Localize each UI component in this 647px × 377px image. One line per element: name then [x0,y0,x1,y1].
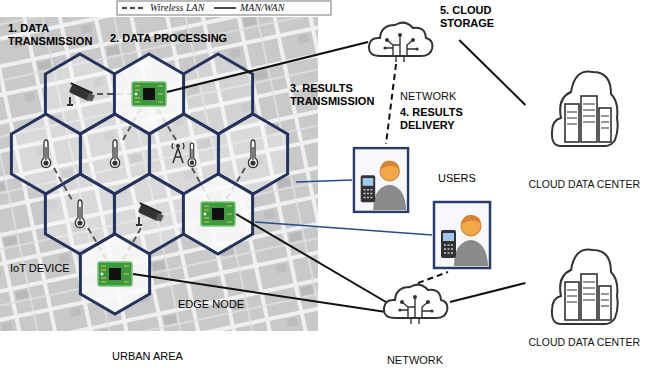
device-label: EDGE NODE [178,298,244,311]
cloud-datacenter-icon [549,236,619,331]
node-label: NETWORK [387,354,443,367]
wan-connector [459,40,525,105]
legend-wireless-sample [122,7,146,9]
cloud-datacenter-icon [549,58,619,153]
urban-map [0,17,318,331]
node-label: NETWORK [400,90,456,103]
network-cloud-icon [365,16,435,64]
user-icon [434,202,490,268]
step-label: 5. CLOUD STORAGE [440,4,522,30]
wan-connector [450,283,525,302]
cloud-node: NETWORK [380,278,450,369]
step-label: 4. RESULTS DELIVERY [400,106,482,132]
group-label: USERS [438,172,476,185]
user-icon [354,148,408,212]
cloud-node: CLOUD DATA CENTER [525,236,643,351]
node-label: CLOUD DATA CENTER [528,178,640,191]
iot-devices [41,82,257,286]
step-label: 3. RESULTS TRANSMISSION [290,82,384,108]
step-label: 1. DATA TRANSMISSION [8,22,104,48]
node-label: CLOUD DATA CENTER [528,336,640,349]
device-label: IoT DEVICE [10,262,70,275]
network-cloud-icon [380,278,450,326]
wan-links [133,42,386,312]
legend-label: MAN/WAN [240,2,284,14]
cloud-node: NETWORK [365,16,459,105]
step-label: 2. DATA PROCESSING [110,32,227,45]
hex-cells [11,54,287,314]
legend-label: Wireless LAN [150,2,204,14]
area-label: URBAN AREA [112,350,183,363]
cloud-node: CLOUD DATA CENTER [525,58,643,193]
legend-wan-sample [214,7,236,9]
